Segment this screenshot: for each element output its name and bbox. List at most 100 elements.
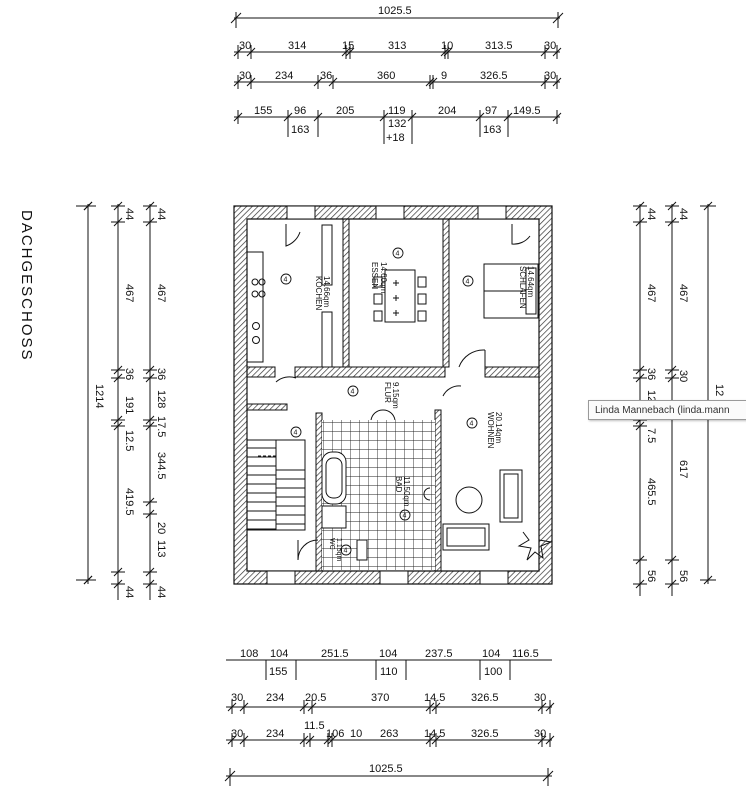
svg-text:17.5: 17.5	[155, 416, 167, 437]
svg-text:467: 467	[677, 284, 689, 302]
dimension-ticks	[81, 45, 679, 747]
svg-text:56: 56	[677, 570, 689, 582]
svg-text:149.5: 149.5	[513, 105, 541, 117]
marker-treppe: 4	[290, 426, 302, 438]
svg-text:44: 44	[677, 208, 689, 220]
svg-text:FLUR: FLUR	[383, 382, 392, 403]
svg-text:4: 4	[344, 548, 348, 555]
living-furniture	[442, 469, 553, 561]
door-swings	[275, 224, 531, 561]
top-row1-labels: 30 314 15 313 10 313.5 30	[239, 40, 556, 52]
svg-text:7.5: 7.5	[645, 428, 657, 443]
svg-text:30: 30	[534, 728, 546, 740]
svg-text:467: 467	[645, 284, 657, 302]
svg-text:617: 617	[677, 460, 689, 478]
svg-text:BAD: BAD	[394, 476, 403, 493]
svg-text:36: 36	[155, 368, 167, 380]
svg-text:110: 110	[380, 666, 398, 678]
svg-text:96: 96	[294, 105, 306, 117]
svg-text:1.15qm: 1.15qm	[335, 538, 342, 562]
svg-text:191: 191	[123, 396, 135, 414]
room-bad: BAD 11.50qm	[394, 476, 411, 507]
svg-text:1214: 1214	[93, 384, 105, 408]
svg-text:9.15qm: 9.15qm	[391, 382, 400, 409]
svg-text:+18: +18	[386, 132, 405, 144]
right-dimension-labels: 44 467 36 12 7.5 465.5 56 44 467 30 617 …	[645, 208, 725, 582]
svg-text:204: 204	[438, 105, 456, 117]
svg-text:12.5: 12.5	[123, 430, 135, 451]
svg-text:4: 4	[470, 421, 474, 428]
svg-text:30: 30	[231, 728, 243, 740]
svg-text:11.5: 11.5	[304, 720, 325, 732]
svg-text:104: 104	[270, 648, 288, 660]
svg-text:SCHLAFEN: SCHLAFEN	[518, 266, 527, 309]
svg-text:ESSEN: ESSEN	[370, 262, 379, 289]
svg-text:44: 44	[155, 208, 167, 220]
svg-text:4: 4	[396, 251, 400, 258]
svg-text:WC: WC	[328, 538, 335, 550]
bottom-dimension-chains	[224, 659, 554, 786]
svg-text:KOCHEN: KOCHEN	[314, 276, 323, 310]
top-total-dimension: 1025.5	[378, 5, 412, 17]
svg-text:465.5: 465.5	[645, 478, 657, 506]
top-row3-labels: 155 96 205 119 204 97 149.5 163 132 +18 …	[254, 105, 541, 144]
svg-text:155: 155	[254, 105, 272, 117]
svg-text:4: 4	[403, 513, 407, 520]
svg-text:36: 36	[645, 368, 657, 380]
svg-text:237.5: 237.5	[425, 648, 453, 660]
room-kochen: KOCHEN 14.66qm	[314, 276, 331, 310]
svg-text:15: 15	[342, 40, 354, 52]
top-row2-labels: 30 234 36 360 9 326.5 30	[239, 70, 556, 82]
svg-text:12: 12	[645, 390, 657, 402]
svg-text:113: 113	[155, 540, 167, 558]
svg-text:326.5: 326.5	[471, 728, 499, 740]
svg-text:20.5: 20.5	[305, 692, 326, 704]
building-walls	[233, 205, 553, 585]
room-flur: FLUR 9.15qm	[383, 382, 400, 409]
svg-text:106: 106	[326, 728, 344, 740]
svg-text:56: 56	[645, 570, 657, 582]
svg-text:326.5: 326.5	[471, 692, 499, 704]
svg-text:14.60qm: 14.60qm	[379, 262, 388, 293]
left-dimension-chains	[76, 201, 151, 600]
svg-text:155: 155	[269, 666, 287, 678]
svg-text:119: 119	[388, 105, 406, 117]
svg-text:132: 132	[388, 118, 406, 130]
bottom-row3-labels: 30 234 11.5 106 10 263 14.5 326.5 30	[231, 720, 546, 740]
sheet-title: DACHGESCHOSS	[18, 210, 35, 362]
svg-text:4: 4	[284, 277, 288, 284]
svg-text:44: 44	[645, 208, 657, 220]
svg-text:14.66qm: 14.66qm	[322, 276, 331, 307]
room-labels: KOCHEN 14.66qm ESSEN 14.60qm SCHLAFEN 14…	[314, 262, 535, 562]
svg-text:234: 234	[275, 70, 293, 82]
svg-text:263: 263	[380, 728, 398, 740]
svg-text:116.5: 116.5	[512, 648, 539, 660]
svg-text:36: 36	[123, 368, 135, 380]
svg-text:30: 30	[544, 40, 556, 52]
svg-text:360: 360	[377, 70, 395, 82]
svg-text:313: 313	[388, 40, 406, 52]
svg-text:30: 30	[534, 692, 546, 704]
svg-text:163: 163	[483, 124, 501, 136]
svg-text:WOHNEN: WOHNEN	[486, 412, 495, 449]
svg-text:12: 12	[713, 384, 725, 396]
svg-text:14.5: 14.5	[424, 728, 445, 740]
room-wc: WC 1.15qm	[328, 538, 342, 562]
svg-text:30: 30	[544, 70, 556, 82]
svg-text:20.14qm: 20.14qm	[494, 412, 503, 443]
bottom-row1-labels: 108 104 251.5 104 237.5 104 116.5 155 11…	[240, 648, 539, 678]
room-markers: 4 4 4 4 4 4 4 4	[280, 247, 478, 556]
svg-text:30: 30	[239, 70, 251, 82]
svg-text:313.5: 313.5	[485, 40, 513, 52]
svg-text:4: 4	[351, 389, 355, 396]
svg-text:234: 234	[266, 692, 284, 704]
marker-bad: 4	[399, 509, 411, 521]
top-dimension-chains	[230, 12, 564, 118]
left-dimension-labels: 1214 44 467 36 191 12.5 419.5 44 44 467 …	[93, 208, 167, 598]
svg-text:30: 30	[677, 370, 689, 382]
svg-text:97: 97	[485, 105, 497, 117]
staircase	[246, 439, 306, 531]
svg-text:234: 234	[266, 728, 284, 740]
marker-wohnen: 4	[466, 417, 478, 429]
kitchen-counter	[246, 251, 266, 363]
